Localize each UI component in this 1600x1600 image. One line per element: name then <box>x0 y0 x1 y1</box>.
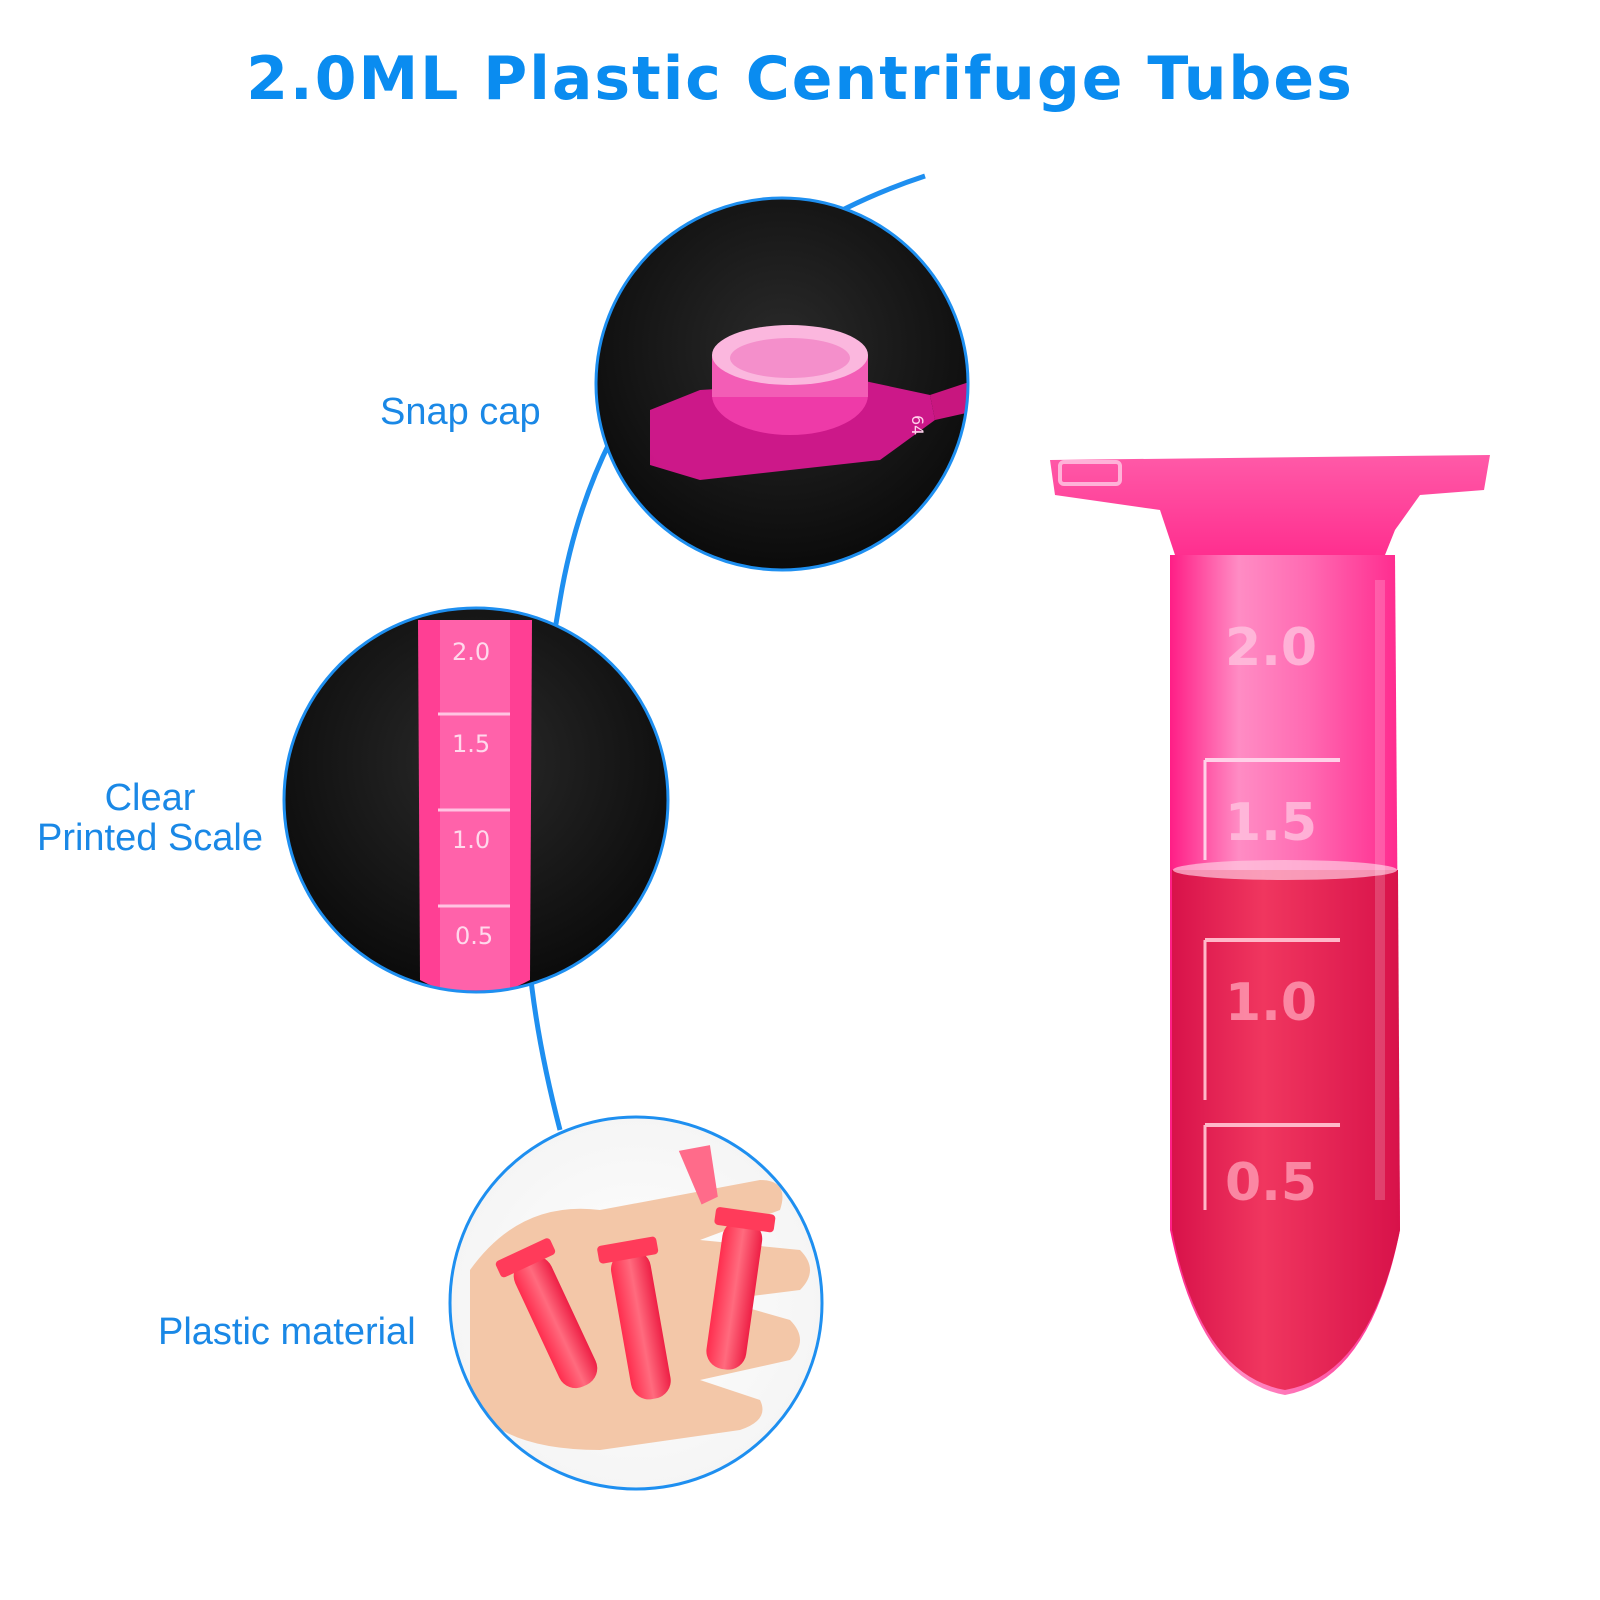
scale-mark-0-5: 0.5 <box>455 922 493 950</box>
main-centrifuge-tube: 2.0 1.5 1.0 0.5 <box>1050 455 1490 1395</box>
main-tube-mark-1-5: 1.5 <box>1225 793 1317 853</box>
svg-text:64: 64 <box>908 415 927 435</box>
main-tube-mark-0-5: 0.5 <box>1225 1153 1317 1213</box>
printed-scale-label-line2: Printed Scale <box>36 817 263 859</box>
scale-mark-2-0: 2.0 <box>452 638 490 666</box>
plastic-material-detail-circle <box>448 1115 824 1491</box>
scale-detail-circle: 2.0 1.5 1.0 0.5 <box>282 606 670 994</box>
scale-mark-1-0: 1.0 <box>452 826 490 854</box>
plastic-material-label: Plastic material <box>158 1311 416 1353</box>
snap-cap-label: Snap cap <box>380 391 541 433</box>
page-title: 2.0ML Plastic Centrifuge Tubes <box>246 44 1354 114</box>
snap-cap-detail-circle: 64 <box>594 196 970 572</box>
scale-mark-1-5: 1.5 <box>452 730 490 758</box>
printed-scale-label: Clear Printed Scale <box>30 778 270 858</box>
main-tube-mark-2-0: 2.0 <box>1225 618 1317 678</box>
printed-scale-label-line1: Clear <box>104 777 196 819</box>
main-tube-mark-1-0: 1.0 <box>1225 973 1317 1033</box>
